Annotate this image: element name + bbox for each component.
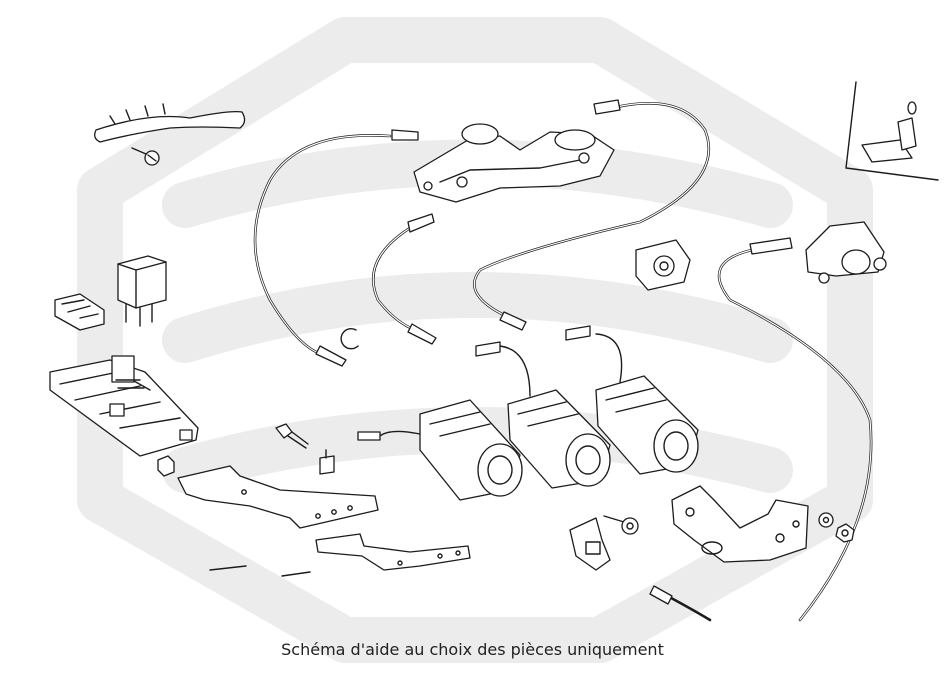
rail-fragment-part	[209, 565, 311, 577]
relay-part	[117, 255, 167, 327]
gear-motor-assembly-part	[413, 123, 615, 203]
spacer-part	[157, 455, 175, 477]
control-panel-assembly-part	[49, 355, 199, 457]
control-cable-part-5	[649, 585, 712, 622]
screw-part	[131, 147, 160, 166]
servo-motor-part-3	[565, 325, 699, 475]
small-bracket-part	[569, 517, 611, 571]
switch-part	[635, 239, 691, 291]
mounting-bracket-part-2	[315, 533, 471, 571]
nut-part	[835, 523, 855, 543]
clip-part	[319, 449, 335, 475]
seat-motor-part-right	[805, 221, 887, 284]
bolt-part	[275, 423, 309, 449]
connector-block-part	[54, 293, 105, 331]
control-cable-part-1	[253, 129, 419, 367]
seat-icon-inset	[845, 81, 939, 181]
servo-motor-part-2	[475, 341, 611, 489]
large-bracket-part	[671, 485, 809, 563]
diagram-caption: Schéma d'aide au choix des pièces unique…	[281, 640, 664, 659]
control-cable-part-3	[473, 99, 711, 331]
control-cable-part-2	[372, 213, 437, 345]
mounting-bracket-part-1	[177, 465, 379, 529]
washer-part	[818, 512, 834, 528]
hex-bolt-part	[603, 515, 639, 535]
circlip-part	[340, 328, 359, 350]
mounting-strip-part	[94, 103, 246, 143]
servo-motor-part-1	[357, 399, 523, 501]
